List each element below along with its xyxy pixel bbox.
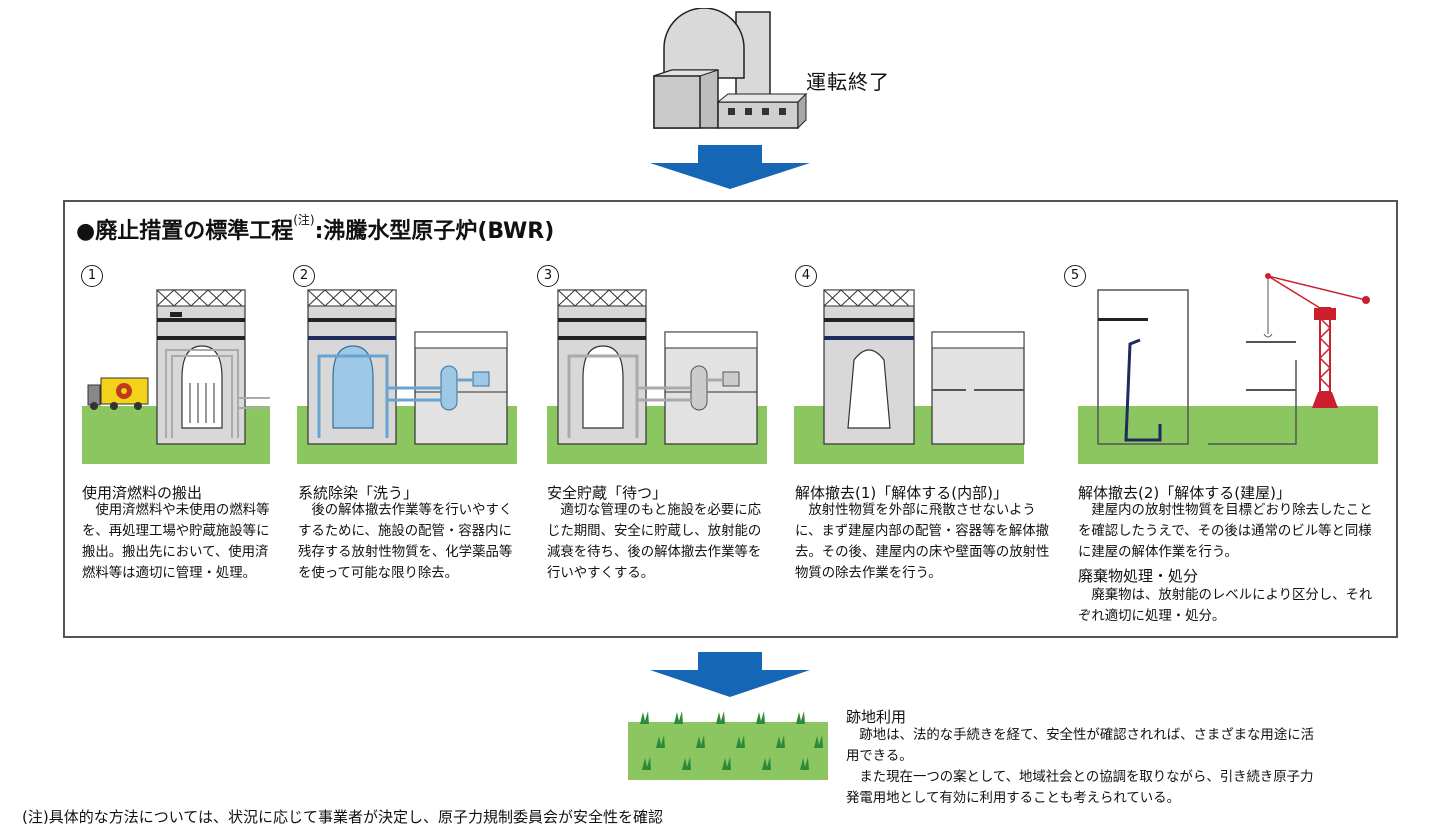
step-number-4: 4: [795, 265, 817, 287]
step-3-title: 安全貯蔵「待つ」: [547, 484, 668, 502]
plant-dome: [663, 8, 745, 79]
down-arrow-icon: [650, 145, 810, 189]
step-2-description: 後の解体撤去作業等を行いやすくするために、施設の配管・容器内に残存する放射性物質…: [298, 503, 513, 581]
step-1-illustration: [82, 289, 270, 464]
panel-title-main: ●廃止措置の標準工程: [76, 219, 294, 244]
panel-title-note-mark: (注): [293, 213, 315, 227]
crane-icon: [1263, 273, 1370, 408]
step-number-5: 5: [1064, 265, 1086, 287]
step-3-illustration: [547, 289, 767, 464]
panel-title: ●廃止措置の標準工程(注):沸騰水型原子炉(BWR): [76, 213, 554, 245]
step-1-description: 使用済燃料や未使用の燃料等を、再処理工場や貯蔵施設等に搬出。搬出先において、使用…: [82, 503, 270, 581]
step-2-illustration: [297, 289, 517, 464]
footnote: (注)具体的な方法については、状況に応じて事業者が決定し、原子力規制委員会が安全…: [22, 808, 663, 826]
site-reuse-title: 跡地利用: [846, 708, 907, 726]
site-reuse-description-2: また現在一つの案として、地域社会との協調を取りながら、引き続き原子力発電用地とし…: [846, 770, 1314, 806]
ground: [1078, 406, 1378, 464]
waste-processing-description: 廃棄物は、放射能のレベルにより区分し、それぞれ適切に処理・処分。: [1078, 588, 1373, 624]
step-4-illustration: [794, 289, 1025, 464]
step-4-title: 解体撤去(1)「解体する(内部)」: [795, 484, 1008, 502]
operation-end-label: 運転終了: [806, 70, 890, 94]
step-2-title: 系統除染「洗う」: [298, 484, 419, 502]
step-3-description: 適切な管理のもと施設を必要に応じた期間、安全に貯蔵し、放射能の減衰を待ち、後の解…: [547, 503, 762, 581]
panel-title-suffix: :沸騰水型原子炉(BWR): [314, 219, 555, 244]
site-reuse-illustration: [628, 711, 828, 780]
site-reuse-description-1: 跡地は、法的な手続きを経て、安全性が確認されれば、さまざまな用途に活用できる。: [846, 728, 1314, 764]
power-plant-illustration: [653, 8, 808, 130]
decommissioning-process-panel: [63, 200, 1398, 638]
grass-icon: [640, 711, 823, 770]
step-number-2: 2: [293, 265, 315, 287]
step-5-description: 建屋内の放射性物質を目標どおり除去したことを確認したうえで、その後は通常のビル等…: [1078, 503, 1373, 560]
waste-processing-title: 廃棄物処理・処分: [1078, 567, 1199, 585]
step-5-title: 解体撤去(2)「解体する(建屋)」: [1078, 484, 1291, 502]
step-1-title: 使用済燃料の搬出: [82, 484, 203, 502]
step-number-1: 1: [81, 265, 103, 287]
step-4-description: 放射性物質を外部に飛散させないように、まず建屋内部の配管・容器等を解体撤去。その…: [795, 503, 1050, 581]
step-number-3: 3: [537, 265, 559, 287]
down-arrow-icon: [650, 652, 810, 697]
step-5-illustration: [1078, 273, 1378, 464]
